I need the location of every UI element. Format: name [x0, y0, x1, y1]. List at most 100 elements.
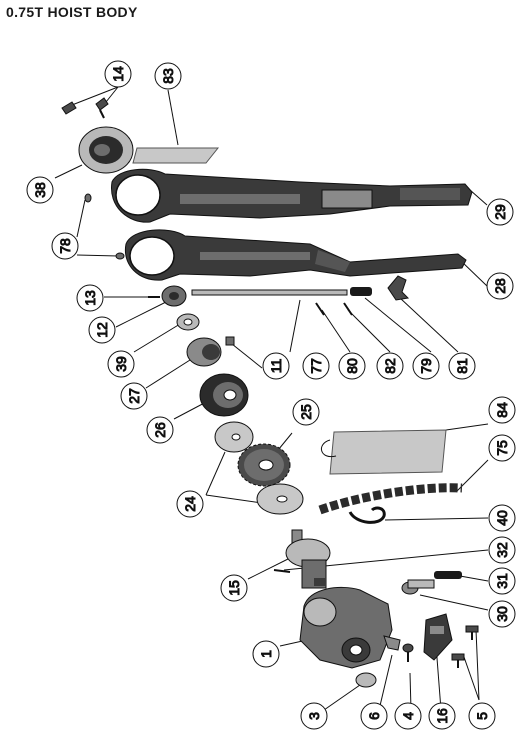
part-1-gear-housing: [299, 586, 393, 669]
svg-text:38: 38: [32, 182, 48, 198]
svg-text:77: 77: [308, 358, 324, 374]
svg-text:81: 81: [454, 358, 470, 374]
callouts: 14 83 38 29 78 28 13 12 39 27 11 77 80 8…: [26, 60, 516, 730]
callout-29: 29: [486, 198, 514, 226]
svg-text:39: 39: [113, 356, 129, 372]
svg-text:83: 83: [160, 68, 176, 84]
part-15-shaft-assembly: [285, 529, 331, 589]
svg-text:16: 16: [434, 708, 450, 724]
part-81-pawl: [387, 275, 410, 301]
part-5-bolts: [451, 625, 479, 668]
svg-text:26: 26: [152, 422, 168, 438]
callout-79: 79: [412, 352, 440, 380]
callout-83: 83: [154, 62, 182, 90]
svg-text:1: 1: [258, 650, 274, 658]
callout-38: 38: [26, 176, 54, 204]
callout-81: 81: [448, 352, 476, 380]
callout-3: 3: [300, 702, 328, 730]
svg-text:40: 40: [494, 510, 510, 526]
part-77-shaft: [191, 289, 348, 296]
callout-40: 40: [488, 504, 516, 532]
callout-16: 16: [428, 702, 456, 730]
part-78-pin: [115, 252, 125, 260]
svg-text:4: 4: [400, 712, 416, 720]
svg-text:6: 6: [366, 712, 382, 720]
svg-text:27: 27: [126, 388, 142, 404]
svg-text:28: 28: [492, 278, 508, 294]
svg-text:84: 84: [494, 402, 510, 418]
svg-text:3: 3: [306, 712, 322, 720]
callout-5: 5: [468, 702, 496, 730]
part-29-handle-housing-upper: [111, 168, 473, 223]
callout-24: 24: [176, 490, 204, 518]
part-32-pin: [273, 569, 291, 573]
svg-text:30: 30: [494, 606, 510, 622]
part-82-pin: [343, 302, 353, 316]
svg-text:11: 11: [268, 359, 284, 374]
part-24-friction-disc-top: [214, 421, 254, 453]
svg-text:24: 24: [182, 496, 198, 512]
callout-31: 31: [488, 567, 516, 595]
part-80-pin: [315, 302, 325, 316]
part-11-key: [225, 336, 235, 346]
svg-text:78: 78: [57, 238, 73, 254]
page-title: 0.75T HOIST BODY: [6, 4, 138, 20]
callout-13: 13: [76, 284, 104, 312]
svg-text:82: 82: [382, 358, 398, 374]
callout-82: 82: [376, 352, 404, 380]
part-40-hook: [348, 506, 386, 524]
callout-77: 77: [302, 352, 330, 380]
callout-80: 80: [338, 352, 366, 380]
part-84-tag: [321, 429, 447, 475]
part-6-clip: [383, 635, 401, 651]
svg-text:75: 75: [494, 440, 510, 456]
leader-lines: [54, 86, 489, 711]
svg-text:29: 29: [492, 204, 508, 220]
part-26-chain-wheel: [199, 373, 249, 417]
callout-30: 30: [488, 600, 516, 628]
part-38-end-cover: [78, 126, 134, 174]
callout-32: 32: [488, 536, 516, 564]
part-24-friction-disc-bottom: [256, 483, 304, 515]
svg-text:15: 15: [226, 580, 242, 596]
svg-text:25: 25: [298, 404, 314, 420]
callout-14: 14: [104, 60, 132, 88]
svg-text:5: 5: [474, 712, 490, 720]
callout-15: 15: [220, 574, 248, 602]
svg-text:80: 80: [344, 358, 360, 374]
svg-text:13: 13: [82, 290, 98, 306]
svg-text:12: 12: [94, 322, 110, 338]
part-14-screws: [61, 97, 109, 119]
part-75-chain: [318, 483, 463, 515]
callout-39: 39: [107, 350, 135, 378]
svg-text:31: 31: [494, 573, 510, 589]
part-39-washer: [176, 313, 200, 331]
part-83-label: [132, 147, 220, 164]
callout-6: 6: [360, 702, 388, 730]
svg-text:14: 14: [110, 66, 126, 82]
part-78-pin-b: [84, 193, 92, 203]
callout-1: 1: [252, 640, 280, 668]
callout-26: 26: [146, 416, 174, 444]
svg-text:79: 79: [418, 358, 434, 374]
svg-text:32: 32: [494, 542, 510, 558]
part-16-guide-block: [423, 613, 453, 661]
callout-27: 27: [120, 382, 148, 410]
part-27-bushing: [186, 337, 222, 367]
callout-28: 28: [486, 272, 514, 300]
part-4-screw: [402, 643, 414, 662]
part-31-spring: [434, 571, 462, 579]
part-30-shaft: [401, 579, 435, 595]
callout-78: 78: [51, 232, 79, 260]
part-28-handle-housing-lower: [124, 229, 467, 281]
callout-11: 11: [262, 352, 290, 380]
callout-12: 12: [88, 316, 116, 344]
callout-25: 25: [292, 398, 320, 426]
part-25-ratchet-gear: [237, 443, 291, 487]
callout-4: 4: [394, 702, 422, 730]
callout-84: 84: [488, 396, 516, 424]
part-12-nut: [161, 285, 187, 307]
part-3-cap: [355, 672, 377, 688]
callout-75: 75: [488, 434, 516, 462]
